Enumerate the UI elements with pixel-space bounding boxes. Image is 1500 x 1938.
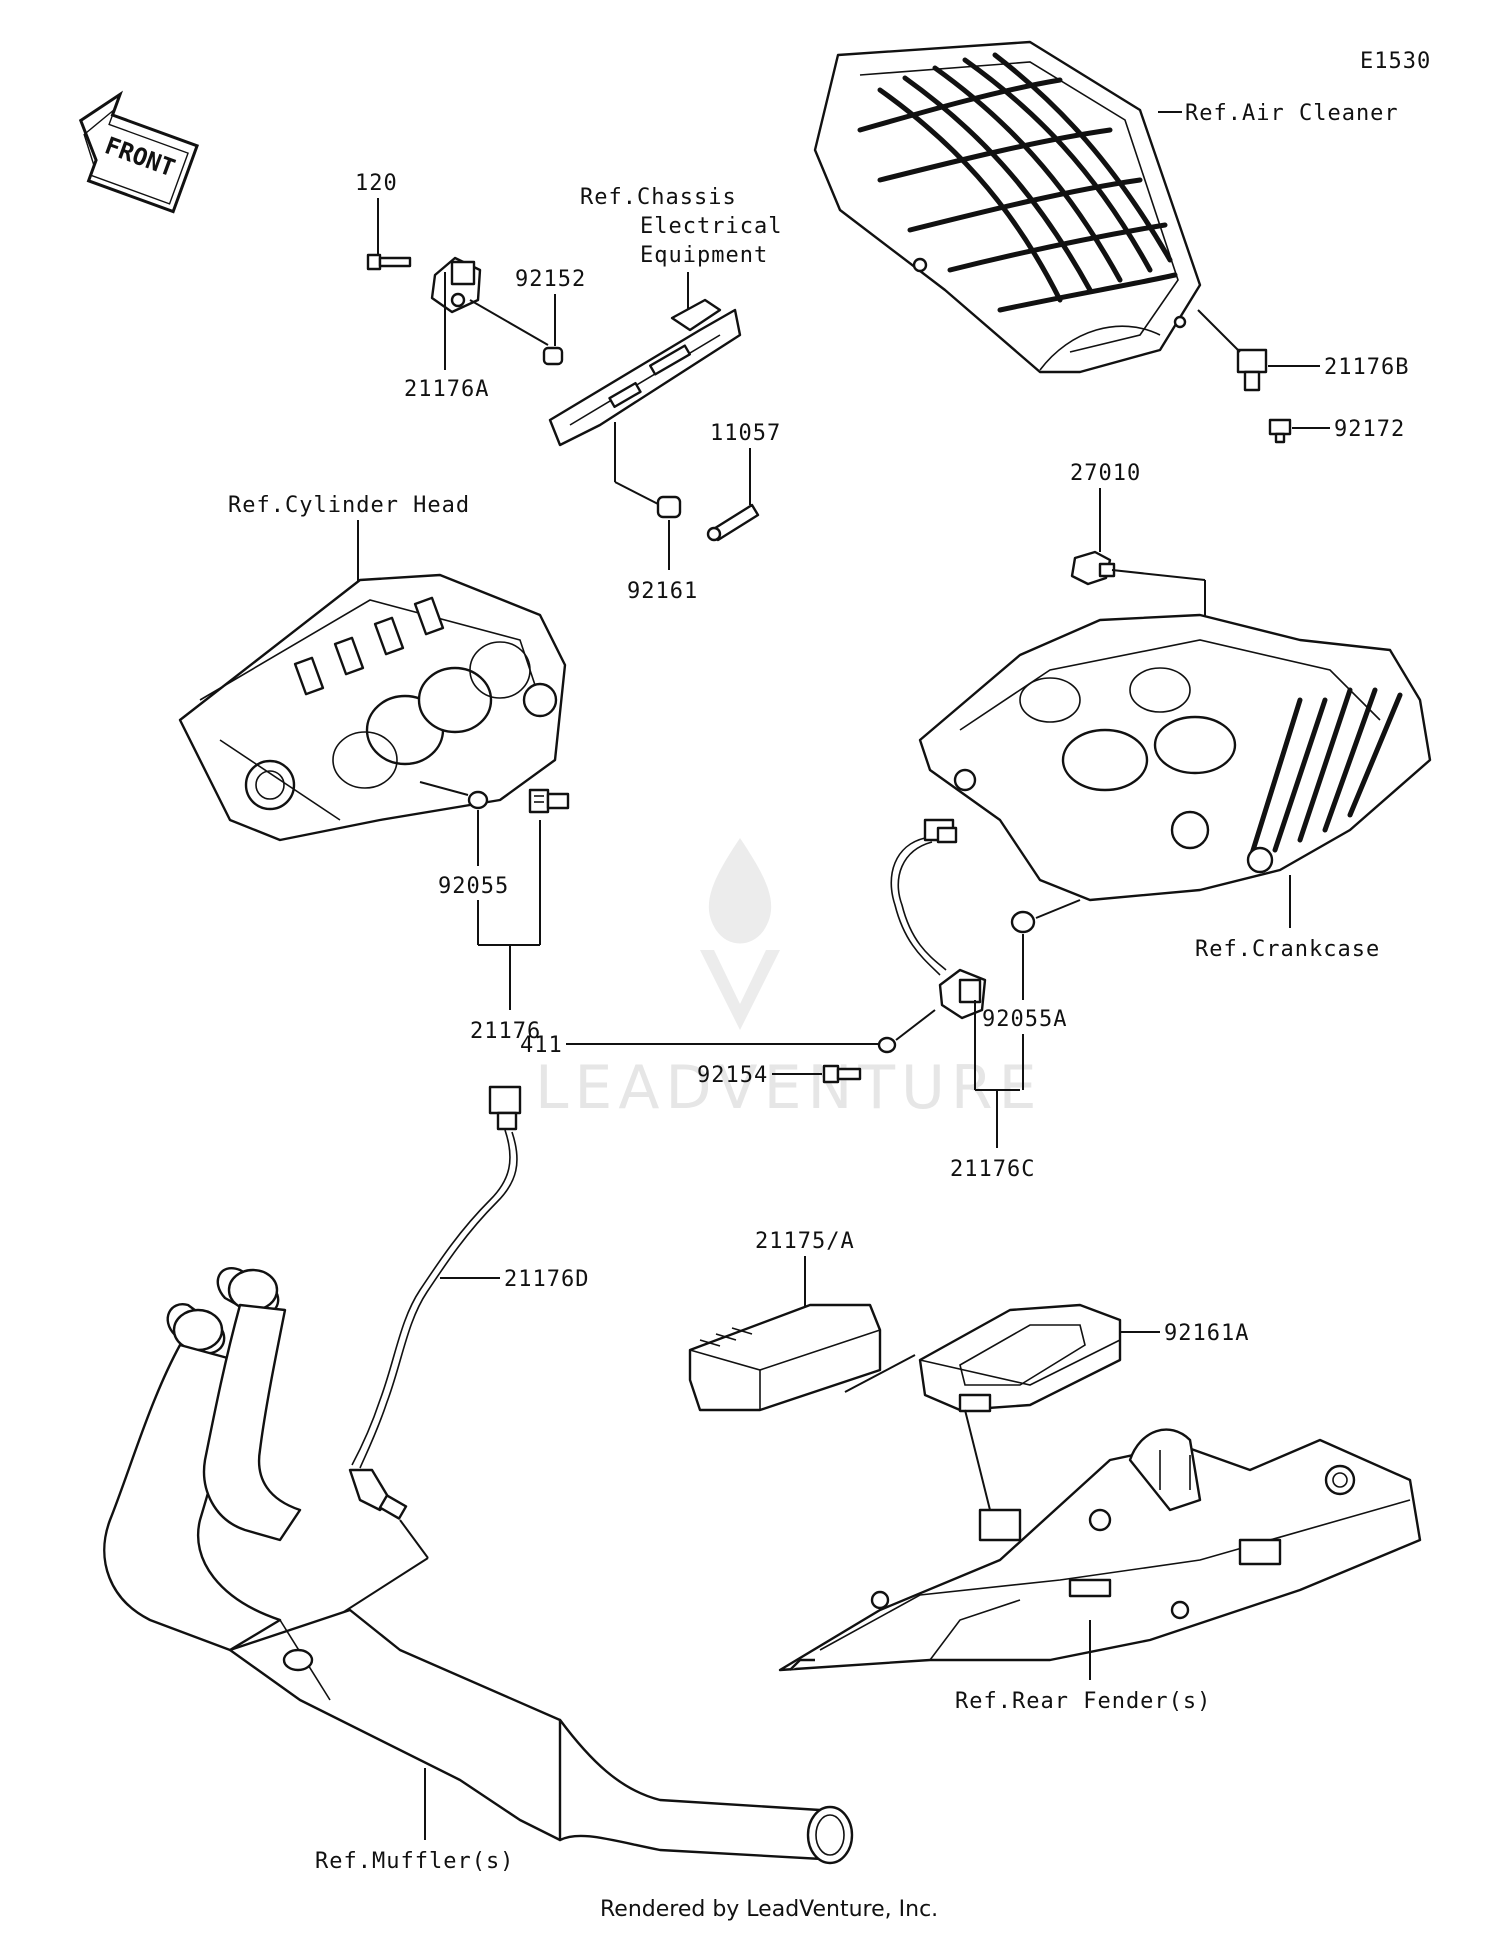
part-27010: 27010 — [1070, 461, 1141, 486]
ref-muffler: Ref.Muffler(s) — [315, 1849, 514, 1874]
ref-chassis-line3: Equipment — [640, 243, 768, 268]
sensor-21176D — [348, 1085, 522, 1520]
ref-cylinder-head: Ref.Cylinder Head — [228, 493, 470, 518]
bolt-120 — [366, 253, 412, 271]
bolt-92154 — [822, 1064, 862, 1084]
part-21176B: 21176B — [1324, 355, 1409, 380]
part-21176A: 21176A — [404, 377, 489, 402]
sensor-21176A — [430, 256, 482, 314]
sensor-21176 — [528, 788, 570, 814]
crankcase — [918, 613, 1432, 902]
part-92154: 92154 — [697, 1063, 768, 1088]
clamp-11057 — [706, 503, 760, 542]
ecu-21175A — [688, 1303, 882, 1412]
ref-rear-fender: Ref.Rear Fender(s) — [955, 1689, 1211, 1714]
ref-chassis-line2: Electrical — [640, 214, 782, 239]
footer-credit: Rendered by LeadVenture, Inc. — [600, 1897, 938, 1922]
washer-411 — [877, 1036, 897, 1054]
cylinder-head — [178, 573, 567, 842]
holder-92161A — [918, 1303, 1122, 1413]
part-92172: 92172 — [1334, 417, 1405, 442]
part-92161A: 92161A — [1164, 1321, 1249, 1346]
ref-chassis-line1: Ref.Chassis — [580, 185, 737, 210]
part-120: 120 — [355, 171, 398, 196]
sensor-21176C — [890, 818, 987, 1020]
rear-fender — [778, 1428, 1422, 1672]
sensor-21176B — [1197, 309, 1268, 392]
grommet-92161 — [656, 495, 682, 519]
part-92152: 92152 — [515, 267, 586, 292]
watermark-text: LEADVENTURE — [535, 1053, 1043, 1123]
chassis-bracket — [548, 298, 742, 447]
ref-crankcase: Ref.Crankcase — [1195, 937, 1380, 962]
screw-92172 — [1268, 418, 1292, 444]
air-cleaner-housing — [813, 40, 1202, 374]
part-21175A: 21175/A — [755, 1229, 855, 1254]
oring-92055 — [467, 790, 489, 810]
part-21176: 21176 — [470, 1019, 541, 1044]
muffler-assembly — [103, 1267, 854, 1865]
diagram-code: E1530 — [1360, 49, 1431, 74]
switch-27010 — [1070, 550, 1116, 586]
part-11057: 11057 — [710, 421, 781, 446]
part-21176C: 21176C — [950, 1157, 1035, 1182]
part-92055: 92055 — [438, 874, 509, 899]
part-92055A: 92055A — [982, 1007, 1067, 1032]
part-411: 411 — [520, 1033, 563, 1058]
watermark: LEADVENTURE — [535, 838, 1043, 1123]
part-92161: 92161 — [627, 579, 698, 604]
front-arrow-icon: FRONT — [78, 90, 200, 214]
ref-air-cleaner: Ref.Air Cleaner — [1185, 101, 1399, 126]
grommet-92152 — [542, 346, 564, 366]
part-21176D: 21176D — [504, 1267, 589, 1292]
oring-92055A — [1010, 910, 1036, 934]
